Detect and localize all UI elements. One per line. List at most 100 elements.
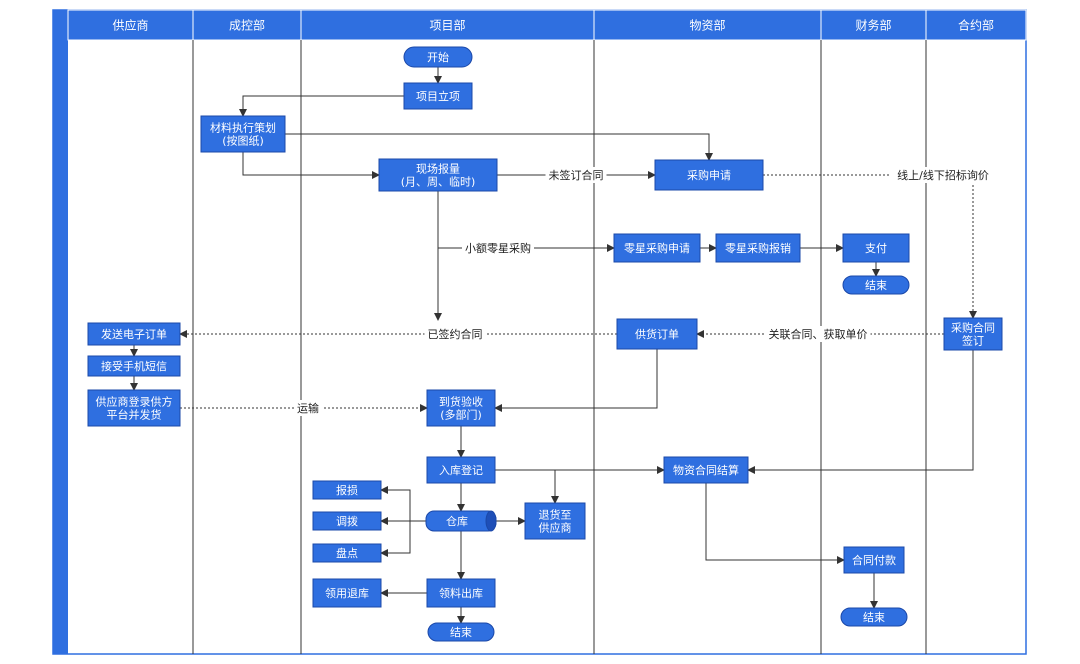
lane-header-material [593, 9, 822, 41]
node-label: 仓库 [446, 514, 468, 528]
process-shape [663, 456, 749, 484]
lane-title-supplier: 供应商 [112, 18, 148, 33]
edge-label-bg [890, 167, 996, 183]
node-label: 项目立项 [416, 89, 460, 103]
process-shape [200, 115, 286, 153]
process-shape [87, 389, 181, 427]
node-pay: 支付 [842, 233, 910, 263]
node-label: 物资合同结算 [673, 463, 739, 477]
edge-label-e7: 小额零星采购 [465, 241, 531, 255]
node-stocktake: 盘点 [312, 543, 382, 563]
node-contract_pay: 合同付款 [843, 546, 905, 574]
lane-title-contract: 合约部 [958, 18, 994, 33]
edge-label-e12: 关联合同、获取单价 [769, 327, 868, 341]
node-label: 签订 [962, 334, 984, 348]
node-site_report: 现场报量(月、周、临时) [378, 158, 498, 192]
edge-e26 [380, 520, 426, 557]
edge-label-e5: 未签订合同 [549, 168, 604, 182]
edge-label-e6: 线上/线下招标询价 [897, 168, 989, 182]
terminal-shape [842, 275, 910, 295]
node-small_reimb: 零星采购报销 [715, 233, 801, 263]
node-label: 合同付款 [852, 553, 896, 567]
edge-label-e13: 已签约合同 [428, 327, 483, 341]
process-shape [943, 317, 1003, 351]
node-label: (月、周、临时) [401, 175, 476, 189]
node-end_pay: 结束 [842, 275, 910, 295]
lane-accent-bar [53, 10, 68, 654]
node-end_pay2: 结束 [840, 607, 908, 627]
process-shape [87, 322, 181, 346]
node-label: 供货订单 [635, 327, 679, 341]
process-shape [378, 158, 498, 192]
swimlanes: 供应商成控部项目部物资部财务部合约部 [52, 9, 1027, 655]
node-send_order: 发送电子订单 [87, 322, 181, 346]
node-end_main: 结束 [427, 622, 495, 642]
process-shape [616, 318, 698, 350]
node-mat_plan: 材料执行策划(按图纸) [200, 115, 286, 153]
node-label: 材料执行策划 [210, 121, 276, 135]
process-shape [426, 578, 496, 608]
node-label: 接受手机短信 [101, 359, 167, 373]
node-label: 调拨 [336, 514, 358, 528]
terminal-shape [403, 46, 473, 68]
node-start: 开始 [403, 46, 473, 68]
lane-title-cost: 成控部 [229, 18, 265, 33]
node-label: 结束 [450, 626, 472, 639]
node-proj_setup: 项目立项 [403, 82, 473, 110]
node-label: 零星采购申请 [624, 241, 690, 255]
edge-label-bg [294, 400, 322, 416]
edge-label-bg [424, 326, 486, 342]
edge-label-e16: 运输 [297, 401, 319, 415]
edge-e24 [380, 486, 426, 522]
edge-e22 [495, 469, 559, 504]
node-label: 采购合同 [951, 321, 995, 335]
edge-label-bg [765, 326, 871, 342]
process-shape [87, 355, 181, 377]
node-label: (多部门) [440, 408, 482, 422]
terminal-shape [427, 622, 495, 642]
node-accept: 到货验收(多部门) [426, 389, 496, 427]
node-label: 现场报量 [416, 162, 460, 176]
node-label: 退货至 [539, 508, 572, 522]
lane-header-supplier [67, 9, 194, 41]
node-label: 盘点 [336, 546, 358, 560]
node-supply_order: 供货订单 [616, 318, 698, 350]
node-label: 采购申请 [687, 168, 731, 182]
node-label: 开始 [427, 50, 449, 64]
node-damage: 报损 [312, 480, 382, 500]
lane-title-finance: 财务部 [855, 18, 891, 33]
node-label: 入库登记 [439, 463, 483, 477]
node-label: 平台并发货 [107, 408, 162, 422]
lane-title-project: 项目部 [429, 18, 465, 33]
node-label: 报损 [336, 483, 358, 497]
node-small_req: 零星采购申请 [613, 233, 701, 263]
process-shape [613, 233, 701, 263]
node-transfer: 调拨 [312, 511, 382, 531]
edge-e3 [285, 133, 713, 161]
node-label: 到货验收 [439, 395, 483, 409]
storage-cap-shape [485, 510, 497, 532]
node-label: 供应商登录供方 [96, 395, 173, 409]
node-warehouse: 仓库 [425, 510, 497, 532]
edge-e7 [437, 191, 615, 252]
process-shape [524, 502, 586, 540]
edge-e20 [747, 350, 974, 474]
node-label: 供应商 [539, 521, 572, 535]
node-label: 结束 [863, 611, 885, 624]
node-settle: 物资合同结算 [663, 456, 749, 484]
node-label: 领料出库 [439, 586, 483, 600]
terminal-shape [840, 607, 908, 627]
lane-header-contract [925, 9, 1027, 41]
lane-header-project [300, 9, 595, 41]
process-shape [843, 546, 905, 574]
process-shape [312, 578, 382, 608]
process-shape [842, 233, 910, 263]
node-label: 零星采购报销 [725, 241, 791, 255]
process-shape [654, 159, 764, 191]
edge-label-bg [462, 240, 534, 256]
